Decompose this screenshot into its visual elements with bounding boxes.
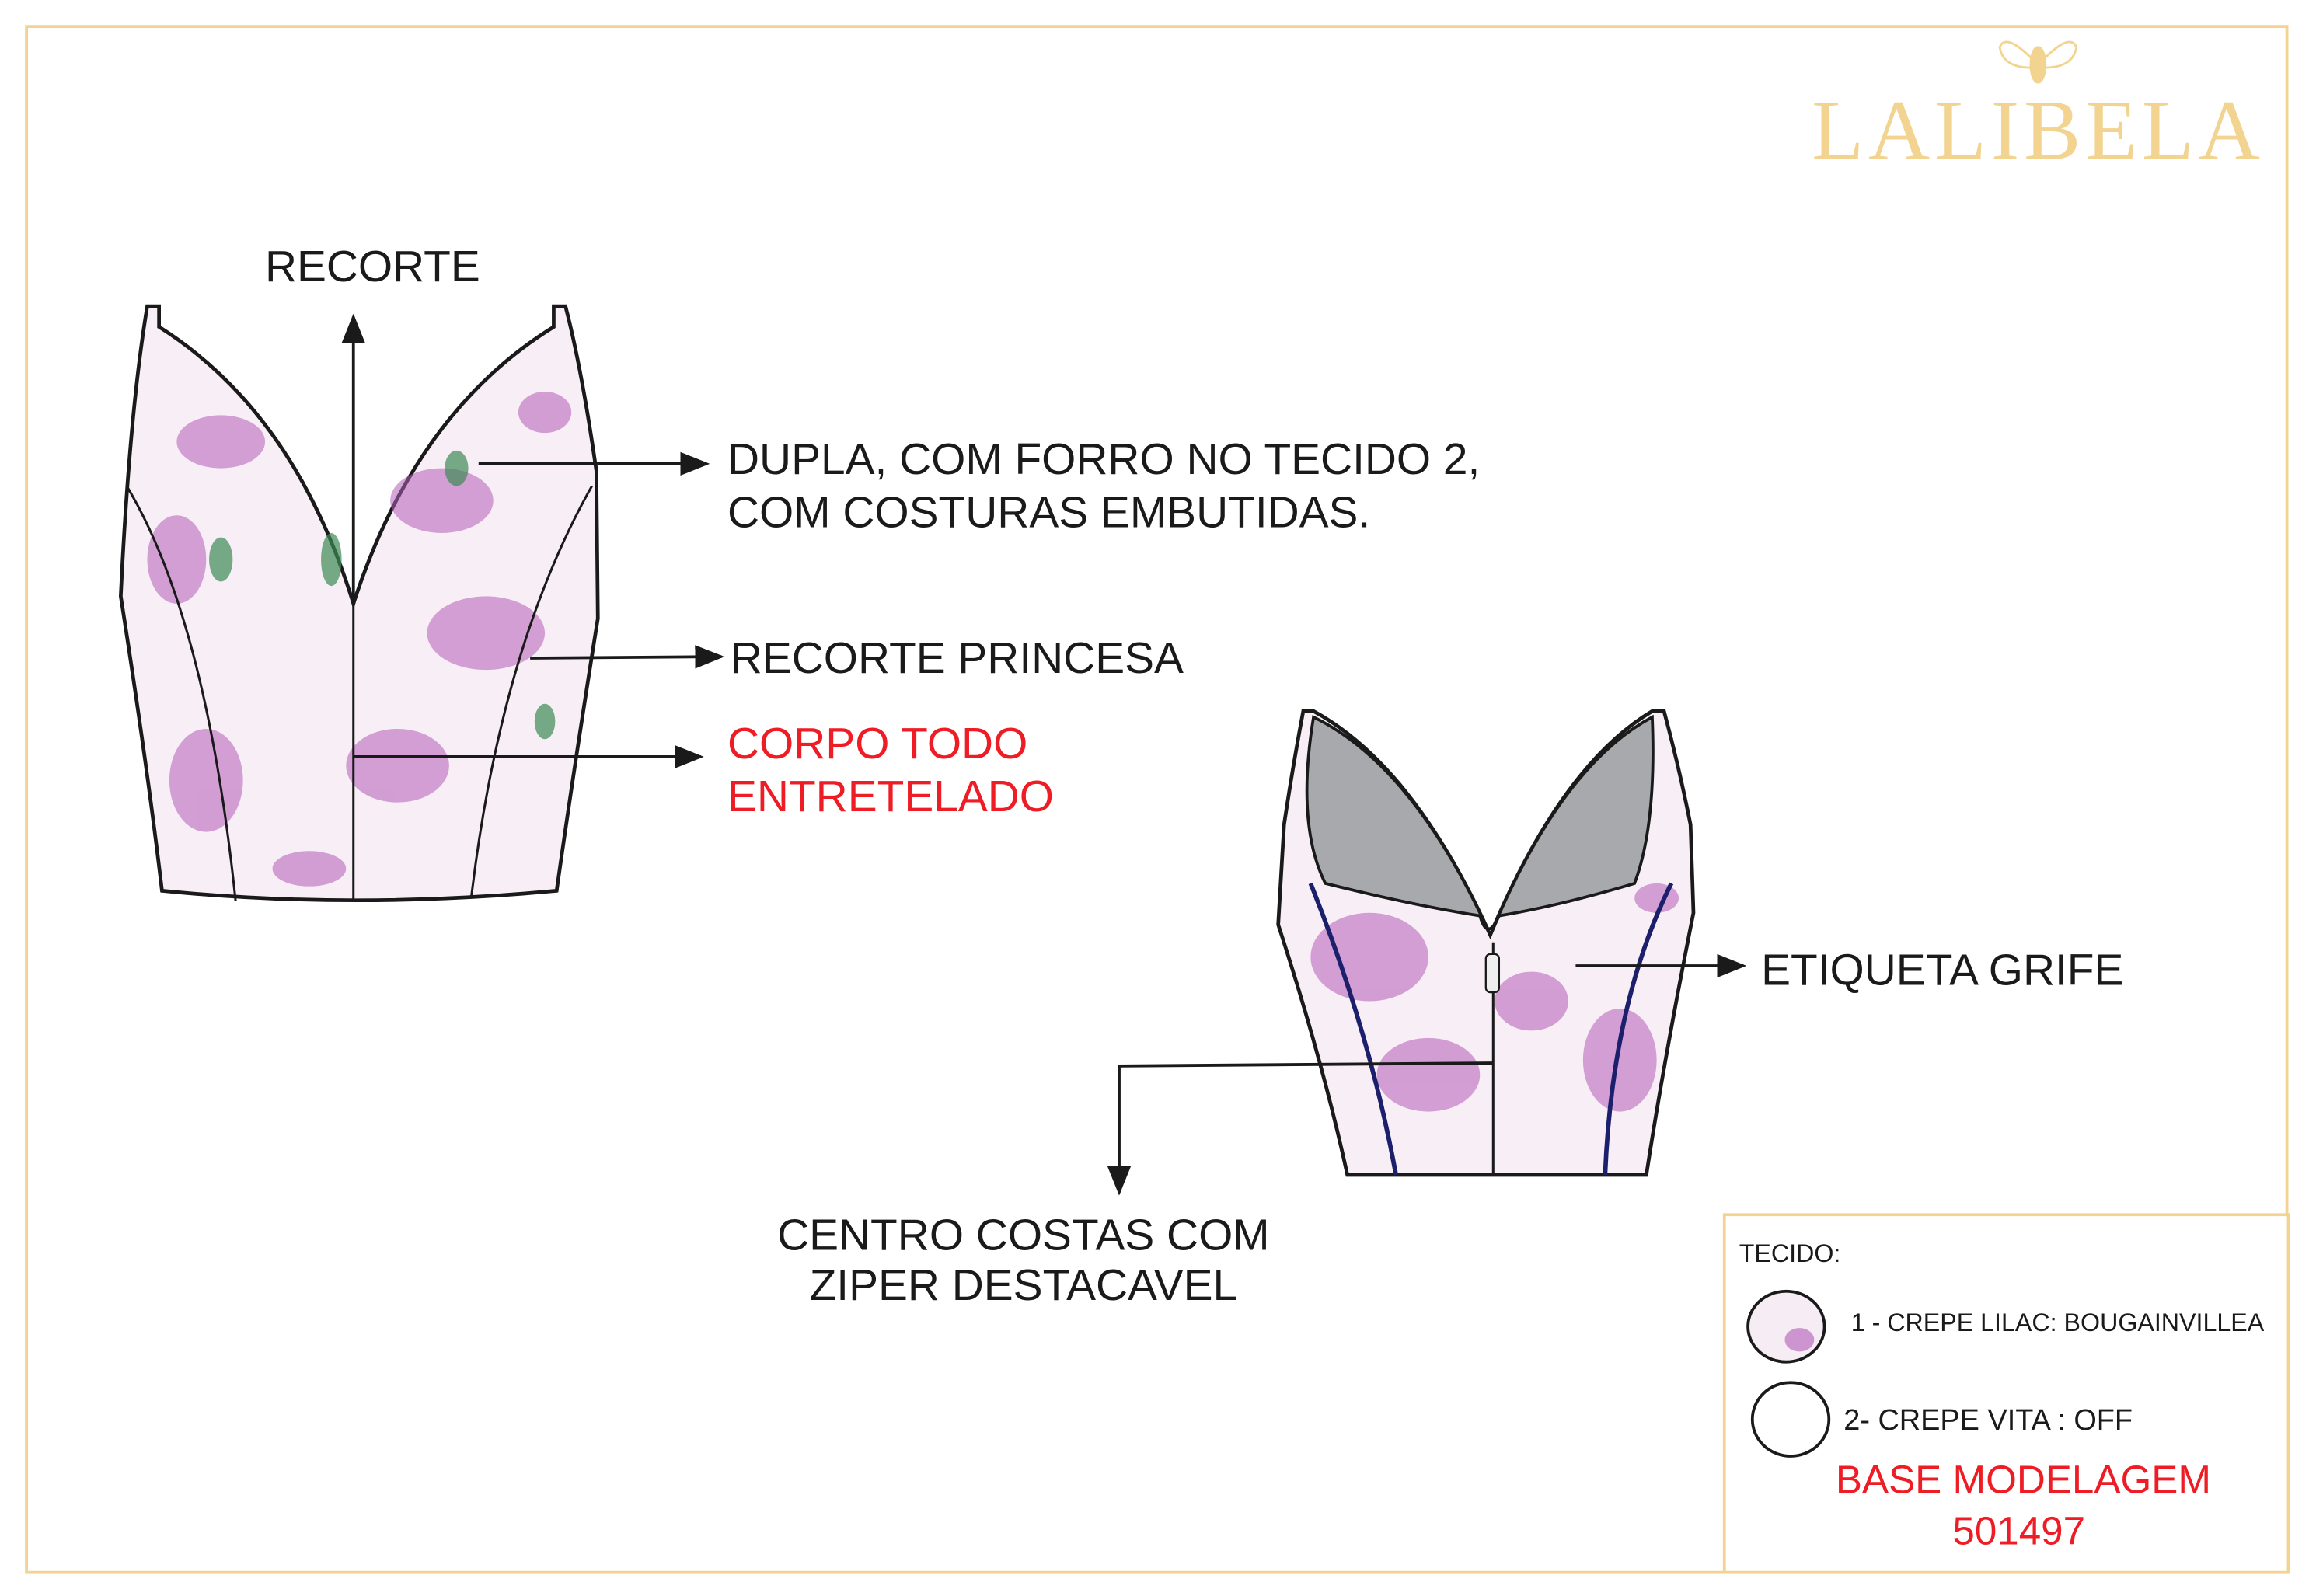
label-corpo-line1: CORPO TODO	[727, 720, 1027, 768]
label-etiqueta: ETIQUETA GRIFE	[1761, 946, 2123, 995]
fabric-item-2: 2- CREPE VITA : OFF	[1843, 1404, 2133, 1437]
front-garment-sketch	[118, 304, 600, 903]
label-recorte: RECORTE	[265, 242, 480, 291]
fabric-legend-box: TECIDO: 1 - CREPE LILAC: BOUGAINVILLEA 2…	[1722, 1213, 2290, 1574]
label-dupla-line2: COM COSTURAS EMBUTIDAS.	[727, 488, 1370, 537]
base-modelagem-label: BASE MODELAGEM	[1836, 1457, 2211, 1501]
label-recorte-princesa: RECORTE PRINCESA	[731, 634, 1184, 683]
label-centro-line2: ZIPER DESTACAVEL	[810, 1261, 1238, 1310]
brand-logo: LALIBELA	[1812, 83, 2265, 178]
fabric-item-1: 1 - CREPE LILAC: BOUGAINVILLEA	[1851, 1309, 2265, 1336]
base-modelagem-number: 501497	[1952, 1509, 2085, 1553]
label-centro-line1: CENTRO COSTAS COM	[777, 1211, 1270, 1260]
bee-icon	[1998, 40, 2078, 84]
floral-swatch	[1746, 1289, 1826, 1364]
zipper-pull-icon	[1484, 953, 1501, 994]
page-frame	[25, 25, 2289, 1574]
back-garment-sketch	[1107, 709, 1747, 1196]
plain-swatch	[1750, 1381, 1831, 1458]
label-corpo-line2: ENTRETELADO	[727, 772, 1054, 821]
label-dupla-line1: DUPLA, COM FORRO NO TECIDO 2,	[727, 435, 1480, 484]
fabric-title: TECIDO:	[1739, 1239, 1841, 1267]
